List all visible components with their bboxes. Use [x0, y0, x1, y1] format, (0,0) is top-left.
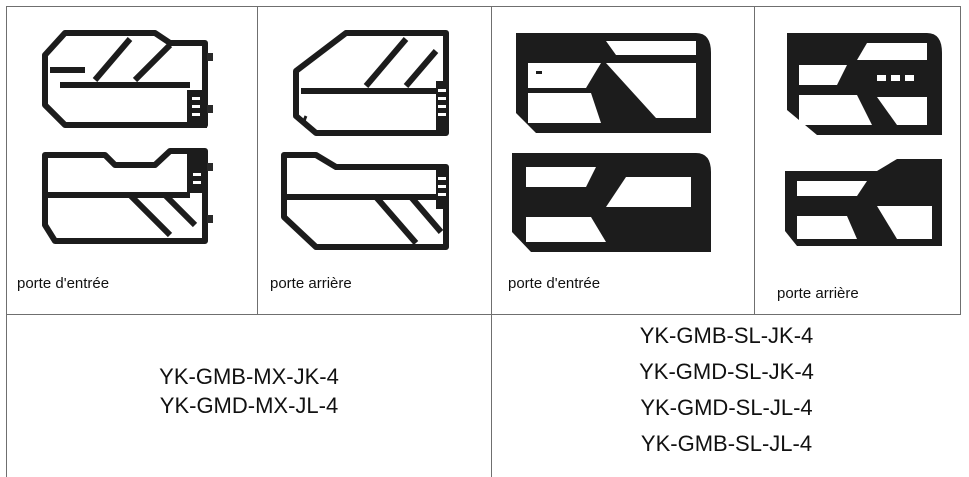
tube-front-door-top-image [42, 30, 213, 128]
model-code: YK-GMD-MX-JL-4 [159, 393, 339, 418]
tube-rear-door-bottom-image [281, 152, 449, 250]
caption-front-door-mesh: porte d'entrée [508, 275, 601, 292]
product-cell-tube-front: porte d'entrée [7, 7, 257, 314]
mesh-front-door-top-image [516, 33, 711, 133]
model-codes-tube: YK-GMB-MX-JK-4 YK-GMD-MX-JL-4 [7, 362, 491, 420]
mesh-rear-door-bottom-image [785, 159, 942, 246]
mesh-rear-door-top-image [787, 33, 942, 135]
model-code: YK-GMB-SL-JL-4 [640, 431, 813, 456]
tube-front-door-bottom-image [42, 148, 213, 244]
caption-rear-door: porte arrière [270, 275, 352, 292]
model-code: YK-GMD-SL-JK-4 [639, 359, 814, 384]
caption-rear-door-mesh: porte arrière [777, 285, 859, 302]
mesh-front-door-bottom-image [512, 153, 711, 252]
product-cell-tube-rear: porte arrière [258, 7, 491, 314]
tube-rear-door-top-image [293, 30, 449, 136]
table-middle-border [6, 314, 961, 315]
cell-divider-3 [754, 6, 755, 314]
model-code: YK-GMB-MX-JK-4 [159, 364, 339, 389]
cell-divider-2 [491, 6, 492, 477]
left-outer-border-lower [6, 314, 7, 477]
product-cell-mesh-rear: porte arrière [755, 7, 960, 314]
model-code: YK-GMD-SL-JL-4 [640, 395, 813, 420]
model-code: YK-GMB-SL-JK-4 [639, 323, 814, 348]
table-top-border [6, 6, 961, 7]
table-left-border [6, 6, 7, 314]
table-right-border [960, 6, 961, 314]
cell-divider-1 [257, 6, 258, 314]
product-cell-mesh-front: porte d'entrée [492, 7, 754, 314]
model-codes-mesh: YK-GMB-SL-JK-4 YK-GMD-SL-JK-4 YK-GMD-SL-… [492, 321, 961, 458]
caption-front-door: porte d'entrée [17, 275, 110, 292]
